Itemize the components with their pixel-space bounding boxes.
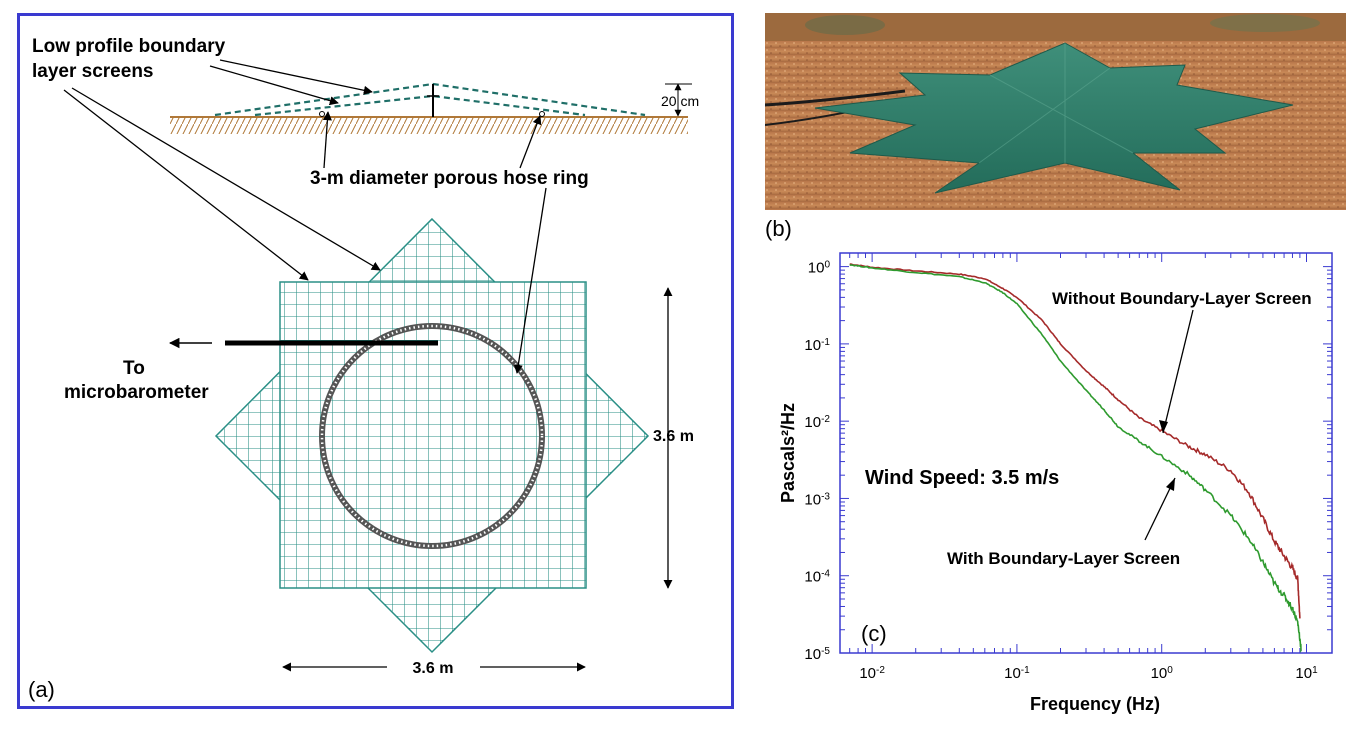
panel-c-label: (c): [861, 621, 887, 646]
cable-upper: [765, 89, 906, 107]
axis-ticks: [839, 253, 1332, 654]
field-photo: [765, 13, 1346, 210]
plan-view: [168, 217, 650, 654]
plot-frame: [839, 252, 1333, 654]
shrub-left: [805, 15, 885, 35]
leader-hose-plan: [513, 187, 547, 374]
legend-without-screen: Without Boundary-Layer Screen: [1052, 289, 1312, 308]
lower-screen-profile: [254, 94, 586, 117]
wind-speed-annotation: Wind Speed: 3.5 m/s: [865, 467, 1059, 489]
panel-b-photo: [765, 13, 1346, 210]
porous-hose-ring-holes: [320, 324, 544, 548]
hose-section-left: [319, 111, 325, 117]
dim-vertical-label: 3.6 m: [653, 428, 694, 445]
hose-section-right: [539, 111, 545, 117]
panel-b-label: (b): [765, 216, 792, 241]
legend-with-screen: With Boundary-Layer Screen: [947, 549, 1180, 568]
upper-screen-profile: [214, 82, 646, 117]
panel-a-label: (a): [28, 677, 55, 702]
panel-c-chart: 10-2 10-1 100 101 100 10-1 10-2 10-3 10-4 10-5 Fr…: [765, 248, 1359, 737]
y-tick-label: 10-2: [804, 414, 830, 432]
y-tick-label: 10-1: [804, 336, 830, 354]
leader-screen-upper: [219, 59, 373, 95]
screen-folds: [978, 43, 1134, 164]
panel-a-schematic: 20 cm 3.6 m 3.: [17, 13, 734, 709]
x-tick-label: 100: [1151, 665, 1174, 683]
spectrum-chart: 10-2 10-1 100 101 100 10-1 10-2 10-3 10-4 10-5 Fr…: [778, 252, 1333, 714]
microbarometer-label: microbarometer: [64, 382, 209, 403]
height-label: 20 cm: [661, 93, 699, 109]
ground-hatch: [170, 117, 688, 134]
series-without-screen: [849, 263, 1301, 619]
dimensions: 3.6 m 3.6 m: [282, 287, 694, 677]
axis-tick-labels: 10-2 10-1 100 101 100 10-1 10-2 10-3 10-4 10-5: [804, 259, 1318, 682]
screens-label-line1: Low profile boundary: [32, 36, 226, 57]
x-tick-label: 101: [1295, 665, 1318, 683]
y-tick-label: 10-5: [804, 646, 830, 664]
leader-plan-rotated: [71, 87, 381, 271]
side-view: 20 cm: [170, 82, 699, 134]
leader-lines: [63, 59, 547, 374]
y-tick-label: 10-3: [804, 491, 830, 509]
y-axis-label: Pascals²/Hz: [778, 403, 798, 503]
leader-without-screen-head: [1159, 420, 1168, 433]
y-tick-label: 10-4: [804, 568, 830, 586]
screens-label-line2: layer screens: [32, 61, 154, 82]
y-tick-label: 100: [808, 259, 831, 277]
leader-with-screen-head: [1166, 478, 1175, 491]
x-axis-label: Frequency (Hz): [1030, 694, 1160, 714]
to-label: To: [123, 358, 145, 379]
leader-plan-square: [63, 89, 309, 281]
leader-screen-lower: [209, 65, 339, 106]
series-with-screen: [849, 264, 1302, 654]
data-series: [849, 263, 1302, 654]
dim-horizontal-label: 3.6 m: [413, 660, 454, 677]
leader-hose-left: [322, 111, 332, 169]
shrub-right: [1210, 14, 1320, 32]
leader-without-screen: [1162, 309, 1194, 434]
hose-label: 3-m diameter porous hose ring: [310, 168, 589, 189]
x-tick-label: 10-1: [1004, 665, 1030, 683]
x-tick-label: 10-2: [859, 665, 885, 683]
leader-hose-right: [519, 115, 542, 169]
schematic-svg: 20 cm 3.6 m 3.: [28, 36, 699, 702]
